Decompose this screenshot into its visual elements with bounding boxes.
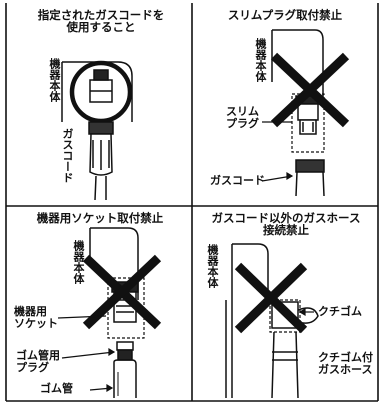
panel-frame — [5, 3, 379, 402]
panel4-hose-line1: クチゴム付 — [318, 351, 373, 364]
appliance-body-outline — [90, 227, 139, 300]
cross-panel2 — [270, 52, 350, 128]
panel3-appliance-body-label: 機器本体 — [72, 240, 85, 284]
panel2-slim-plug-line2: プラグ — [226, 117, 259, 130]
panel4-appliance-body-label: 機器本体 — [206, 244, 219, 288]
panel2-appliance-body-label: 機器本体 — [254, 38, 267, 82]
prohibited-cross-marks — [82, 52, 350, 334]
panel2-title-line1: スリムプラグ取付禁止 — [227, 8, 343, 22]
panel1-drawing — [61, 60, 133, 201]
panel2-drawing — [271, 29, 325, 197]
panel3-title-line1: 機器用ソケット取付禁止 — [36, 211, 164, 225]
panel1-gas-cord-label: ガスコード — [61, 128, 74, 183]
appliance-body-outline — [272, 29, 324, 100]
appliance-body-outline — [62, 61, 133, 122]
appliance-body-outline — [232, 243, 269, 300]
panel2-slim-plug-label: スリム プラグ — [226, 106, 259, 130]
panel3-rubber-tube-label: ゴム管 — [40, 382, 73, 395]
panel1-title-line1: 指定されたガスコードを — [37, 8, 165, 22]
cross-panel4 — [234, 262, 308, 334]
panel3-title: 機器用ソケット取付禁止 — [10, 212, 190, 224]
panel4-hose-line2: ガスホース — [318, 363, 373, 376]
panel4-gas-hose-label: クチゴム付 ガスホース — [318, 352, 373, 376]
panel4-rubber-mouth-label: クチゴム — [318, 305, 362, 318]
panel2-slim-plug-line1: スリム — [226, 105, 259, 118]
highlight-circle — [69, 60, 133, 124]
panel1-title: 指定されたガスコードを 使用すること — [12, 9, 190, 33]
panel1-title-line2: 使用すること — [66, 20, 136, 34]
panel3-appliance-socket-label: 機器用 ソケット — [14, 306, 58, 330]
panel3-plug-line1: ゴム管用 — [16, 349, 60, 362]
panel2-title: スリムプラグ取付禁止 — [196, 9, 374, 21]
leader-lines — [57, 121, 314, 393]
panel3-socket-line2: ソケット — [14, 317, 58, 330]
panel4-title: ガスコード以外のガスホース 接続禁止 — [196, 212, 376, 236]
panel3-rubber-tube-plug-label: ゴム管用 プラグ — [16, 350, 60, 374]
panel3-plug-line2: プラグ — [16, 361, 49, 374]
cross-panel3 — [82, 254, 162, 330]
panel4-title-line2: 接続禁止 — [263, 223, 309, 237]
panel4-title-line1: ガスコード以外のガスホース — [211, 211, 361, 225]
panel2-gas-cord-label: ガスコード — [210, 174, 265, 187]
panel1-appliance-body-label: 機器本体 — [48, 58, 61, 102]
panel3-socket-line1: 機器用 — [14, 305, 47, 318]
